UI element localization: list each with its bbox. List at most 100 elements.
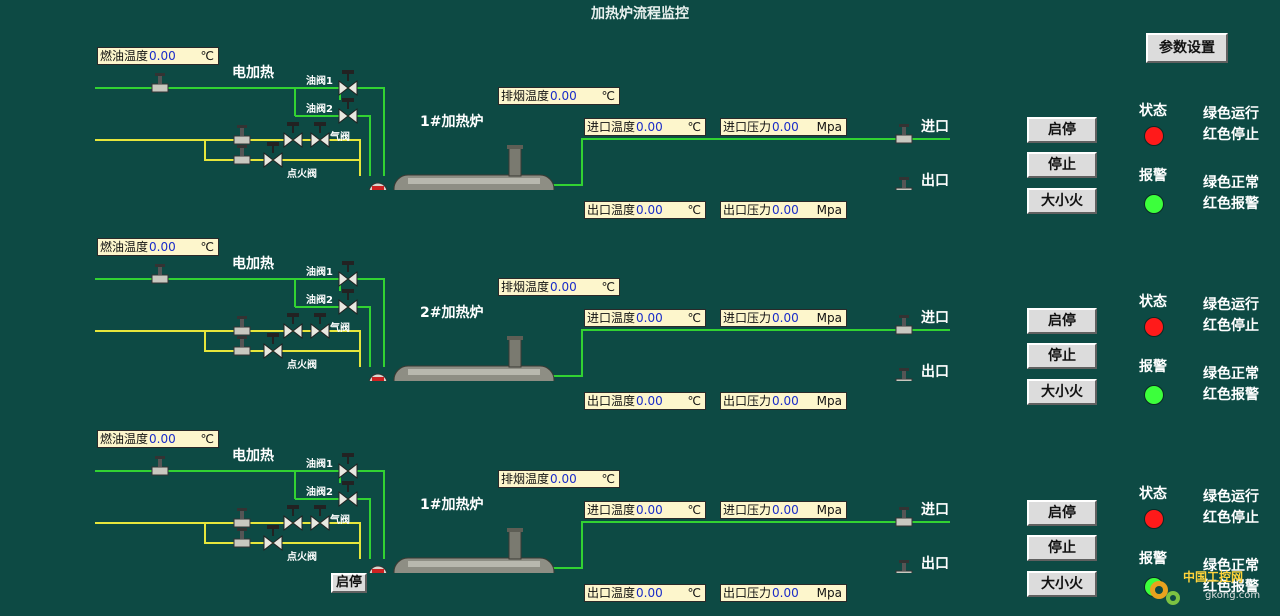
gas-valve-label: 气阀 xyxy=(330,323,350,334)
outlet-pressure-readout-unit: Mpa xyxy=(816,586,842,600)
status-legend-red: 红色停止 xyxy=(1203,318,1259,334)
fire-level-button[interactable]: 大小火 xyxy=(1027,379,1097,405)
oil-valve-2-icon[interactable] xyxy=(338,481,358,508)
fuel-line-main xyxy=(95,470,385,559)
status-lamp xyxy=(1144,317,1164,337)
inlet-temp-readout-unit: ℃ xyxy=(687,311,701,325)
oil-valve-2-icon[interactable] xyxy=(338,98,358,125)
oil-valve-1-icon[interactable] xyxy=(338,70,358,97)
oil-valve-2-icon[interactable] xyxy=(338,289,358,316)
gas-valve-icon[interactable] xyxy=(310,313,330,340)
fuel-temp-readout-label: 燃油温度 xyxy=(100,49,149,63)
outlet-valve-icon[interactable] xyxy=(895,560,913,573)
oil-valve-1-icon[interactable] xyxy=(338,261,358,288)
outlet-valve-icon[interactable] xyxy=(895,177,913,190)
furnace-highlight xyxy=(408,178,540,184)
gas-valve-icon[interactable] xyxy=(283,505,303,532)
alarm-legend-green: 绿色正常 xyxy=(1203,366,1259,382)
inlet-temp-readout-value: 0.00 xyxy=(636,120,663,134)
exhaust-temp-readout-value: 0.00 xyxy=(550,472,577,486)
exhaust-temp-readout-value: 0.00 xyxy=(550,280,577,294)
outlet-pressure-readout-label: 出口压力 xyxy=(723,586,772,600)
electric-heat-label: 电加热 xyxy=(232,65,274,81)
inlet-pipe xyxy=(552,138,950,186)
fuel-line-main xyxy=(95,87,385,176)
inlet-valve-icon[interactable] xyxy=(895,315,913,335)
stop-button[interactable]: 停止 xyxy=(1027,343,1097,369)
start-stop-button[interactable]: 启停 xyxy=(1027,117,1097,143)
gas-valve-icon[interactable] xyxy=(310,122,330,149)
ignition-line xyxy=(204,140,360,161)
gas-valve-icon[interactable] xyxy=(283,313,303,340)
inlet-valve-icon[interactable] xyxy=(895,124,913,144)
furnace-name: 1#加热炉 xyxy=(420,497,484,513)
start-stop-button[interactable]: 启停 xyxy=(1027,308,1097,334)
gas-valve-label: 气阀 xyxy=(330,515,350,526)
manual-valve-icon[interactable] xyxy=(233,508,251,528)
outlet-pressure-readout-unit: Mpa xyxy=(816,203,842,217)
fuel-temp-readout-value: 0.00 xyxy=(149,432,176,446)
inlet-pressure-readout-value: 0.00 xyxy=(772,503,799,517)
inlet-pipe xyxy=(552,521,950,569)
outlet-label: 出口 xyxy=(921,173,949,189)
fire-level-button[interactable]: 大小火 xyxy=(1027,571,1097,597)
inlet-temp-readout-unit: ℃ xyxy=(687,503,701,517)
exhaust-temp-readout: 排烟温度0.00℃ xyxy=(498,470,620,488)
process-diagram-3 xyxy=(95,453,950,573)
manual-valve-icon[interactable] xyxy=(233,336,251,356)
param-settings-button[interactable]: 参数设置 xyxy=(1146,33,1228,63)
alarm-legend-green: 绿色正常 xyxy=(1203,175,1259,191)
outlet-valve-icon[interactable] xyxy=(895,368,913,381)
ignition-valve-icon[interactable] xyxy=(263,142,283,169)
inlet-temp-readout-value: 0.00 xyxy=(636,503,663,517)
outlet-pressure-readout-unit: Mpa xyxy=(816,394,842,408)
chimney xyxy=(508,338,522,368)
ignition-line xyxy=(204,523,360,544)
stop-button[interactable]: 停止 xyxy=(1027,535,1097,561)
watermark-url: gkong.com xyxy=(1205,590,1261,601)
ignition-valve-icon[interactable] xyxy=(263,525,283,552)
furnace-name: 1#加热炉 xyxy=(420,114,484,130)
ignition-valve-icon[interactable] xyxy=(263,333,283,360)
exhaust-temp-readout-value: 0.00 xyxy=(550,89,577,103)
gas-valve-icon[interactable] xyxy=(310,505,330,532)
manual-valve-icon[interactable] xyxy=(151,264,169,284)
inlet-temp-readout: 进口温度0.00℃ xyxy=(584,118,706,136)
inlet-valve-icon[interactable] xyxy=(895,507,913,527)
manual-valve-icon[interactable] xyxy=(233,145,251,165)
manual-valve-icon[interactable] xyxy=(151,456,169,476)
start-stop-button[interactable]: 启停 xyxy=(1027,500,1097,526)
inlet-temp-readout-value: 0.00 xyxy=(636,311,663,325)
process-diagram-2 xyxy=(95,261,950,381)
ignition-valve-label: 点火阀 xyxy=(287,169,317,180)
fuel-temp-readout: 燃油温度0.00℃ xyxy=(97,430,219,448)
outlet-pressure-readout-value: 0.00 xyxy=(772,394,799,408)
manual-valve-icon[interactable] xyxy=(233,316,251,336)
exhaust-temp-readout: 排烟温度0.00℃ xyxy=(498,278,620,296)
stop-button[interactable]: 停止 xyxy=(1027,152,1097,178)
manual-valve-icon[interactable] xyxy=(233,125,251,145)
fuel-temp-readout-value: 0.00 xyxy=(149,49,176,63)
inlet-pipe xyxy=(552,329,950,377)
fuel-temp-readout: 燃油温度0.00℃ xyxy=(97,238,219,256)
burner-indicator xyxy=(372,377,384,381)
manual-valve-icon[interactable] xyxy=(151,73,169,93)
burner-start-stop-tag[interactable]: 启停 xyxy=(331,573,367,593)
inlet-temp-readout-label: 进口温度 xyxy=(587,311,636,325)
gas-valve-icon[interactable] xyxy=(283,122,303,149)
exhaust-temp-readout-label: 排烟温度 xyxy=(501,89,550,103)
manual-valve-icon[interactable] xyxy=(233,528,251,548)
fire-level-button[interactable]: 大小火 xyxy=(1027,188,1097,214)
burner-indicator xyxy=(372,569,384,573)
oil-valve-1-icon[interactable] xyxy=(338,453,358,480)
outlet-temp-readout-value: 0.00 xyxy=(636,586,663,600)
watermark: 中国工控网 gkong.com xyxy=(1145,560,1275,612)
exhaust-temp-readout-label: 排烟温度 xyxy=(501,280,550,294)
outlet-temp-readout-unit: ℃ xyxy=(687,586,701,600)
chimney xyxy=(508,530,522,560)
alarm-lamp xyxy=(1144,385,1164,405)
outlet-temp-readout: 出口温度0.00℃ xyxy=(584,392,706,410)
